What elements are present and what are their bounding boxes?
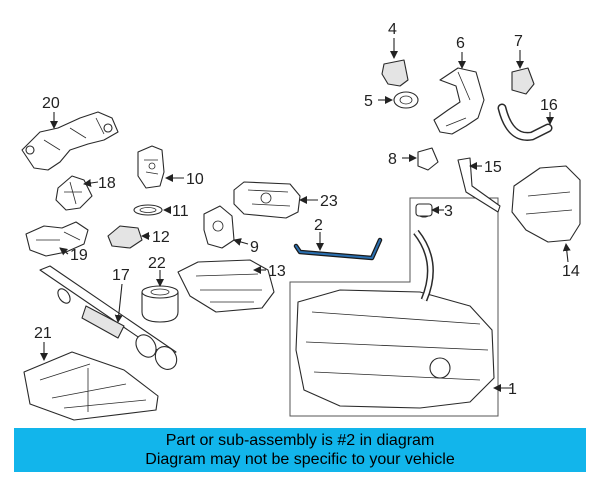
callout-20: 20 <box>42 95 60 112</box>
part-21-shield[interactable] <box>23 342 159 421</box>
part-17-filter[interactable] <box>39 265 181 374</box>
part-23-bracket[interactable] <box>233 181 318 219</box>
banner-line-disclaimer: Diagram may not be specific to your vehi… <box>145 451 455 468</box>
part-3-cap[interactable] <box>415 203 444 217</box>
part-10-bracket[interactable] <box>137 145 184 189</box>
callout-8: 8 <box>388 151 397 168</box>
callout-13: 13 <box>268 263 286 280</box>
callout-18: 18 <box>98 175 116 192</box>
callout-17: 17 <box>112 267 130 284</box>
callout-23: 23 <box>320 193 338 210</box>
banner-line-part: Part or sub-assembly is #2 in diagram <box>165 432 435 449</box>
info-banner: Part or sub-assembly is #2 in diagram Di… <box>14 428 586 472</box>
callout-1: 1 <box>508 381 517 398</box>
callout-22: 22 <box>148 255 166 272</box>
callout-16: 16 <box>540 97 558 114</box>
part-8-connector[interactable] <box>402 147 439 171</box>
part-15-bracket[interactable] <box>457 157 501 213</box>
callout-19: 19 <box>70 247 88 264</box>
part-18-bracket[interactable] <box>55 175 99 211</box>
part-7-clamp[interactable] <box>511 50 535 95</box>
part-9-bracket[interactable] <box>203 205 249 249</box>
callout-15: 15 <box>484 159 502 176</box>
callout-11: 11 <box>172 203 189 220</box>
part-14-canister[interactable] <box>511 165 581 263</box>
callout-7: 7 <box>514 33 523 50</box>
part-4-grommet[interactable] <box>381 38 409 87</box>
part-5-ring[interactable] <box>378 91 419 109</box>
callout-21: 21 <box>34 325 52 342</box>
callout-10: 10 <box>186 171 204 188</box>
callout-6: 6 <box>456 35 465 52</box>
part-1-fuel-tank[interactable] <box>289 197 512 417</box>
callout-2: 2 <box>314 217 323 234</box>
callout-14: 14 <box>562 263 580 280</box>
part-13-heat-shield[interactable] <box>177 259 275 313</box>
part-16-hose[interactable] <box>497 103 554 141</box>
part-19-bracket[interactable] <box>25 221 89 257</box>
part-6-filler-neck[interactable] <box>433 52 485 135</box>
callout-12: 12 <box>152 229 170 246</box>
part-12-bracket[interactable] <box>107 225 150 249</box>
callout-4: 4 <box>388 21 397 38</box>
part-11-gasket[interactable] <box>133 204 171 216</box>
part-22-canister[interactable] <box>141 270 179 323</box>
callout-5: 5 <box>364 93 373 110</box>
callout-3: 3 <box>444 203 453 220</box>
part-20-bracket[interactable] <box>21 111 119 171</box>
callout-9: 9 <box>250 239 259 256</box>
part-2-fuel-line[interactable] <box>293 232 383 261</box>
